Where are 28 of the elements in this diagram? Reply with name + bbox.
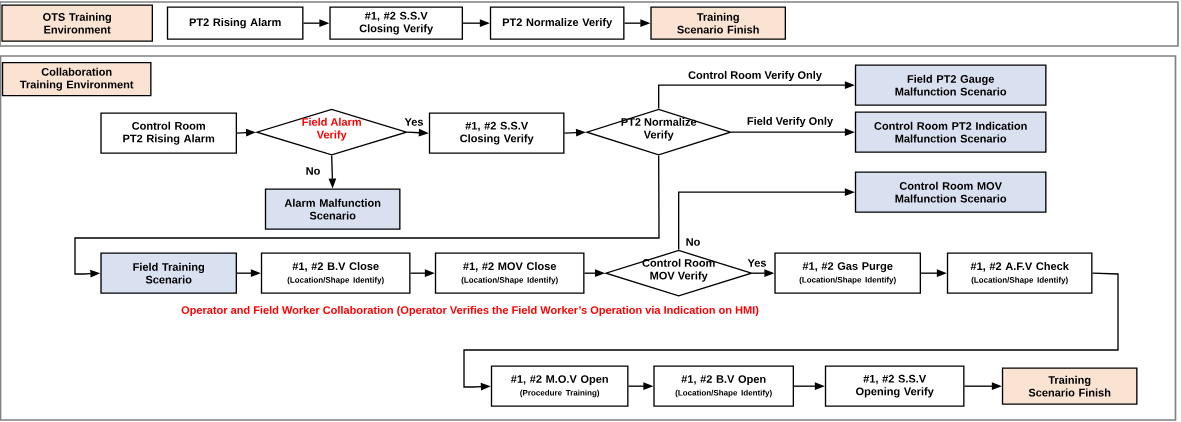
edge-label: No — [306, 167, 320, 175]
process-box: #1, #2 M.O.V Open (Procedure Training) — [490, 365, 629, 407]
scenario-box: Alarm Malfunction Scenario — [264, 188, 401, 230]
edge-label: Field Verify Only — [747, 116, 834, 128]
label-box: Collaboration Training Environment — [1, 62, 152, 97]
process-box: PT2 Rising Alarm — [166, 6, 304, 40]
process-box: #1, #2 A.F.V Check (Location/Shape Identify) — [946, 252, 1093, 294]
finish-box: Training Scenario Finish — [1001, 367, 1138, 405]
process-box: #1, #2 S.S.V Closing Verify — [329, 6, 463, 40]
process-box: Control Room PT2 Rising Alarm — [100, 112, 237, 154]
panel-frame — [0, 55, 1177, 421]
scenario-box: Field PT2 Gauge Malfunction Scenario — [854, 64, 1047, 106]
process-box: #1, #2 MOV Close (Location/Shape Identify) — [434, 252, 585, 294]
label-box: OTS Training Environment — [1, 4, 153, 42]
note-text: Operator and Field Worker Collaboration (Operator Verifies the Field Worker’s Operation via Indication on HMI) — [181, 305, 759, 317]
edge-label: No — [686, 238, 700, 246]
process-box: #1, #2 Gas Purge (Location/Shape Identify) — [774, 252, 921, 294]
scenario-box: Control Room PT2 Indication Malfunction Scenario — [854, 111, 1047, 153]
edge-label: Control Room Verify Only — [688, 70, 822, 82]
process-box: #1, #2 B.V Close (Location/Shape Identify) — [260, 252, 411, 294]
scenario-box: Control Room MOV Malfunction Scenario — [854, 171, 1047, 213]
process-box: #1, #2 B.V Open (Location/Shape Identify) — [653, 365, 794, 407]
process-box: PT2 Normalize Verify — [489, 6, 625, 40]
scenario-box: Field Training Scenario — [100, 252, 237, 294]
process-box: #1, #2 S.S.V Opening Verify — [824, 365, 965, 407]
process-box: #1, #2 S.S.V Closing Verify — [428, 112, 565, 154]
finish-box: Training Scenario Finish — [650, 6, 786, 40]
panel-frame — [0, 1, 1179, 47]
